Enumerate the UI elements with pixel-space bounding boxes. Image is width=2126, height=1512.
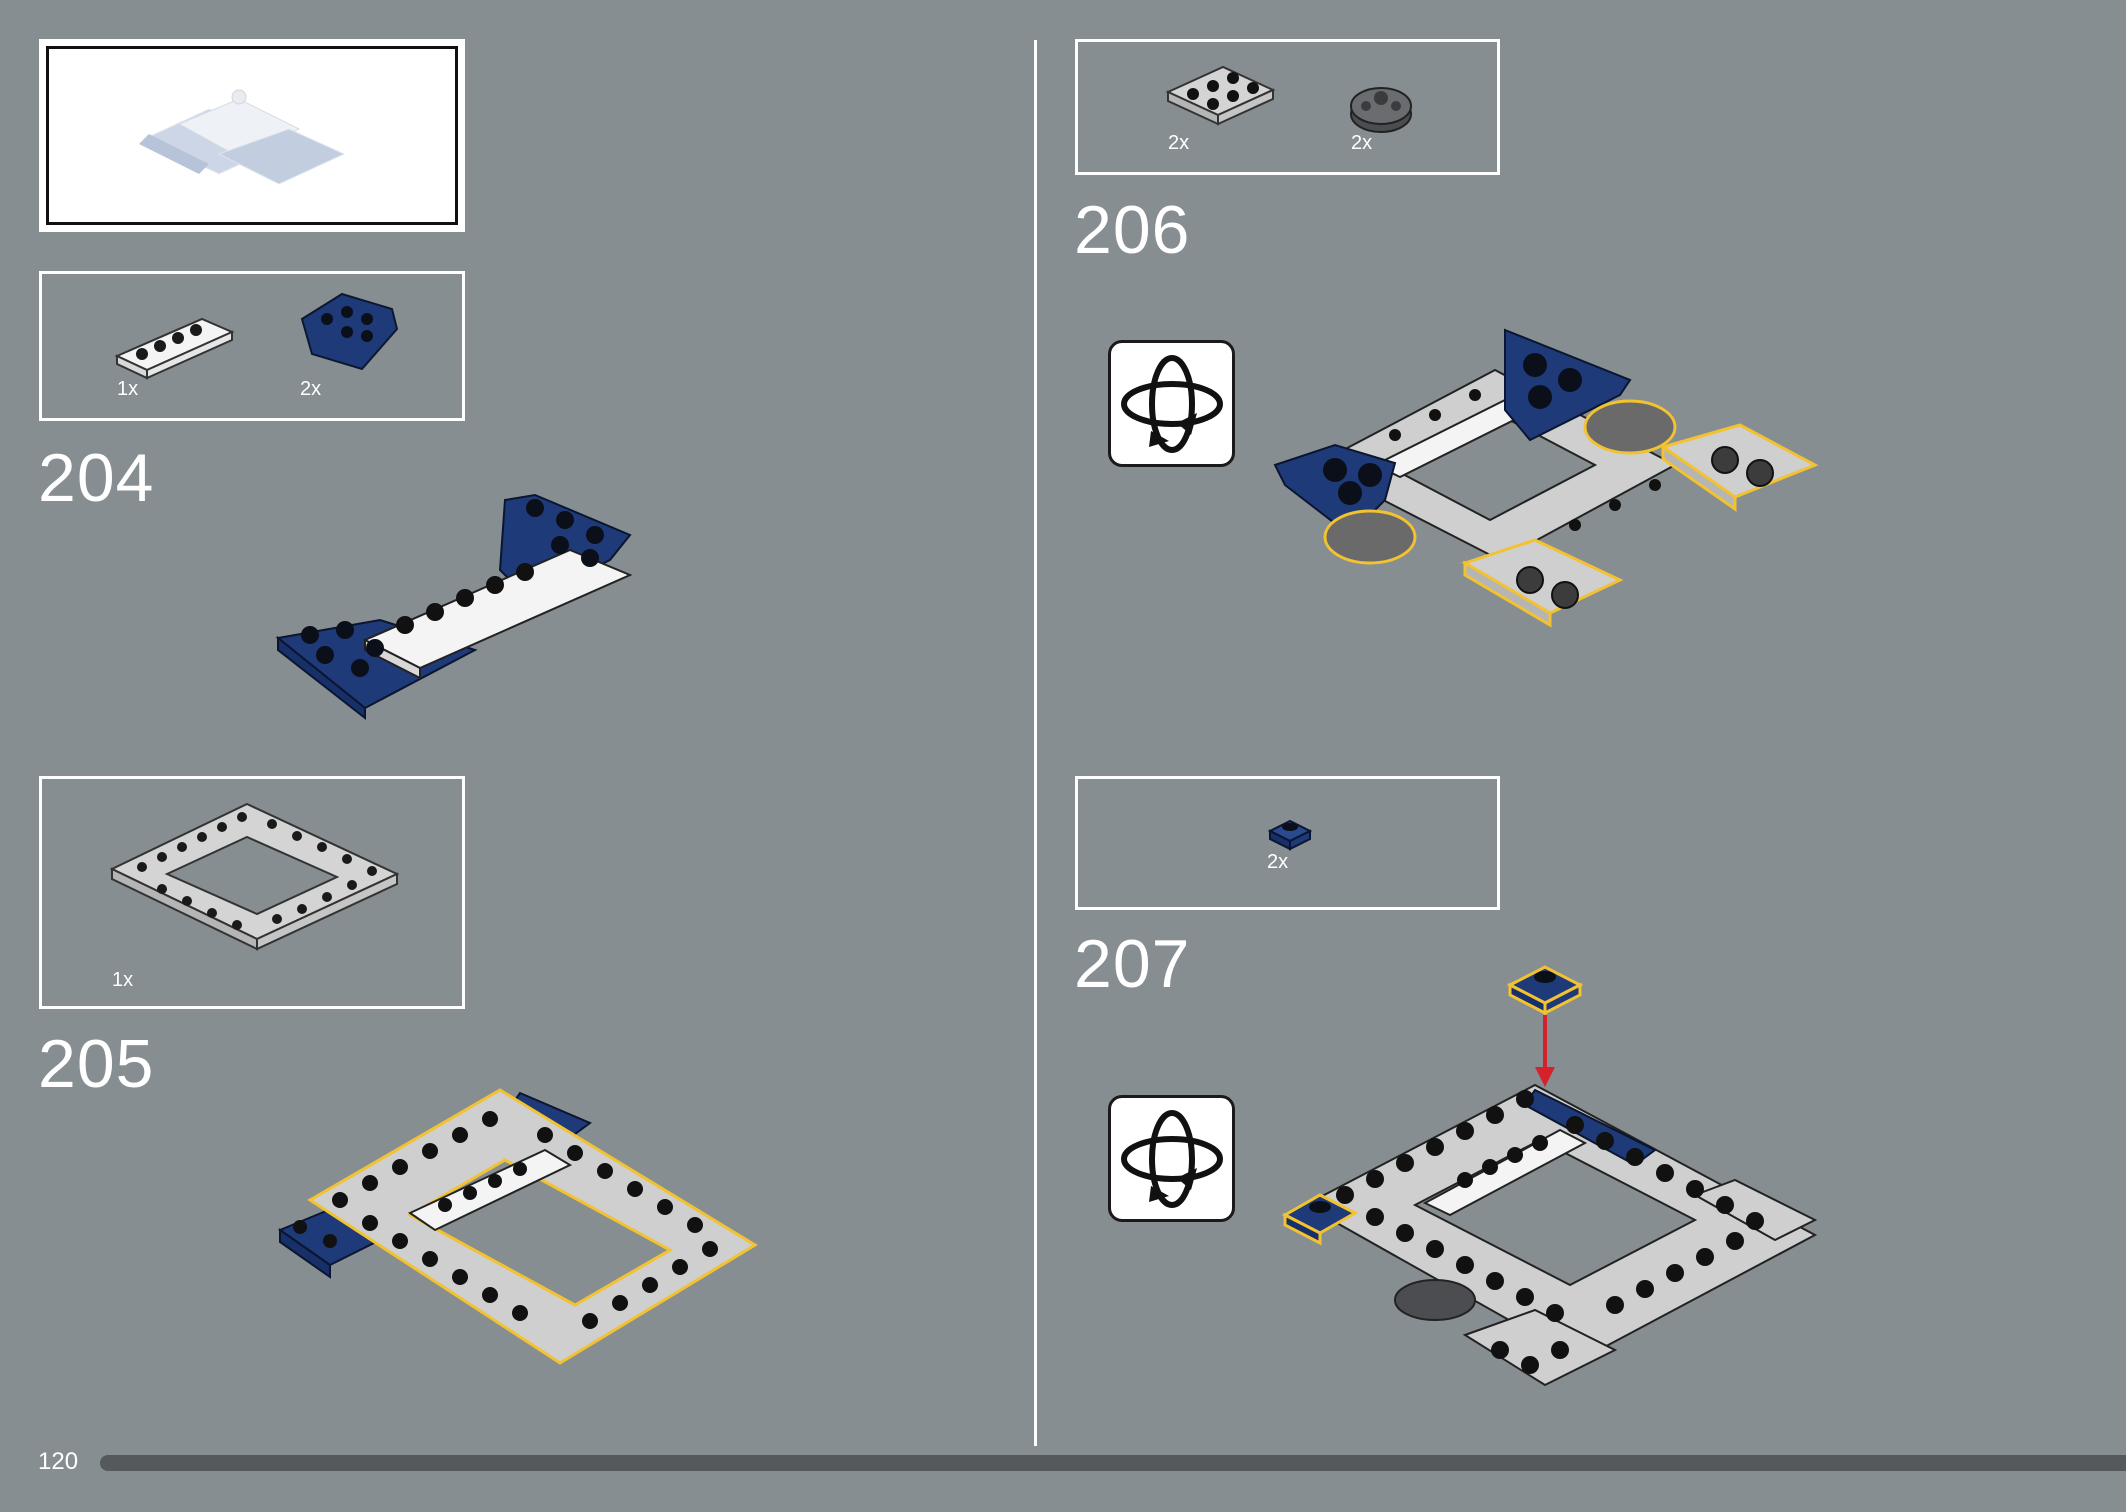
model-preview	[39, 39, 465, 232]
preview-model-image	[139, 89, 346, 185]
down-arrow-icon	[1535, 1015, 1555, 1087]
step-number-205: 205	[38, 1026, 155, 1102]
part-qty-5: 2x	[1351, 132, 1373, 154]
rotate-model-icon	[1108, 340, 1235, 467]
part-blue-plate-1x1-image	[1267, 819, 1313, 851]
part-qty-6: 2x	[1267, 851, 1289, 873]
progress-bar	[100, 1455, 2126, 1471]
parts-callout-206: 2x 2x	[1075, 39, 1500, 175]
part-qty-4: 2x	[1168, 132, 1190, 154]
part-round-plate-image	[1350, 87, 1412, 133]
part-grey-plates-image	[1165, 65, 1276, 126]
part-qty-1: 1x	[117, 378, 139, 400]
page-number: 120	[38, 1448, 79, 1475]
page-divider	[1034, 40, 1037, 1446]
parts-callout-204: 1x 2x	[39, 271, 465, 421]
part-blue-wedge-image	[300, 292, 399, 371]
part-qty-2: 2x	[300, 378, 322, 400]
step-204-model	[275, 493, 633, 721]
step-207-model	[1281, 965, 1818, 1387]
step-number-204: 204	[38, 440, 155, 516]
step-206-model	[1273, 328, 1819, 628]
step-number-206: 206	[1074, 192, 1191, 268]
rotate-model-icon	[1108, 1095, 1235, 1222]
step-205-model	[277, 1088, 758, 1365]
step-number-207: 207	[1074, 926, 1191, 1002]
parts-callout-207: 2x	[1075, 776, 1500, 910]
parts-callout-205: 1x	[39, 776, 465, 1009]
part-qty-3: 1x	[112, 969, 134, 991]
part-frame-plate-image	[109, 802, 400, 951]
part-white-plate-image	[114, 317, 235, 380]
